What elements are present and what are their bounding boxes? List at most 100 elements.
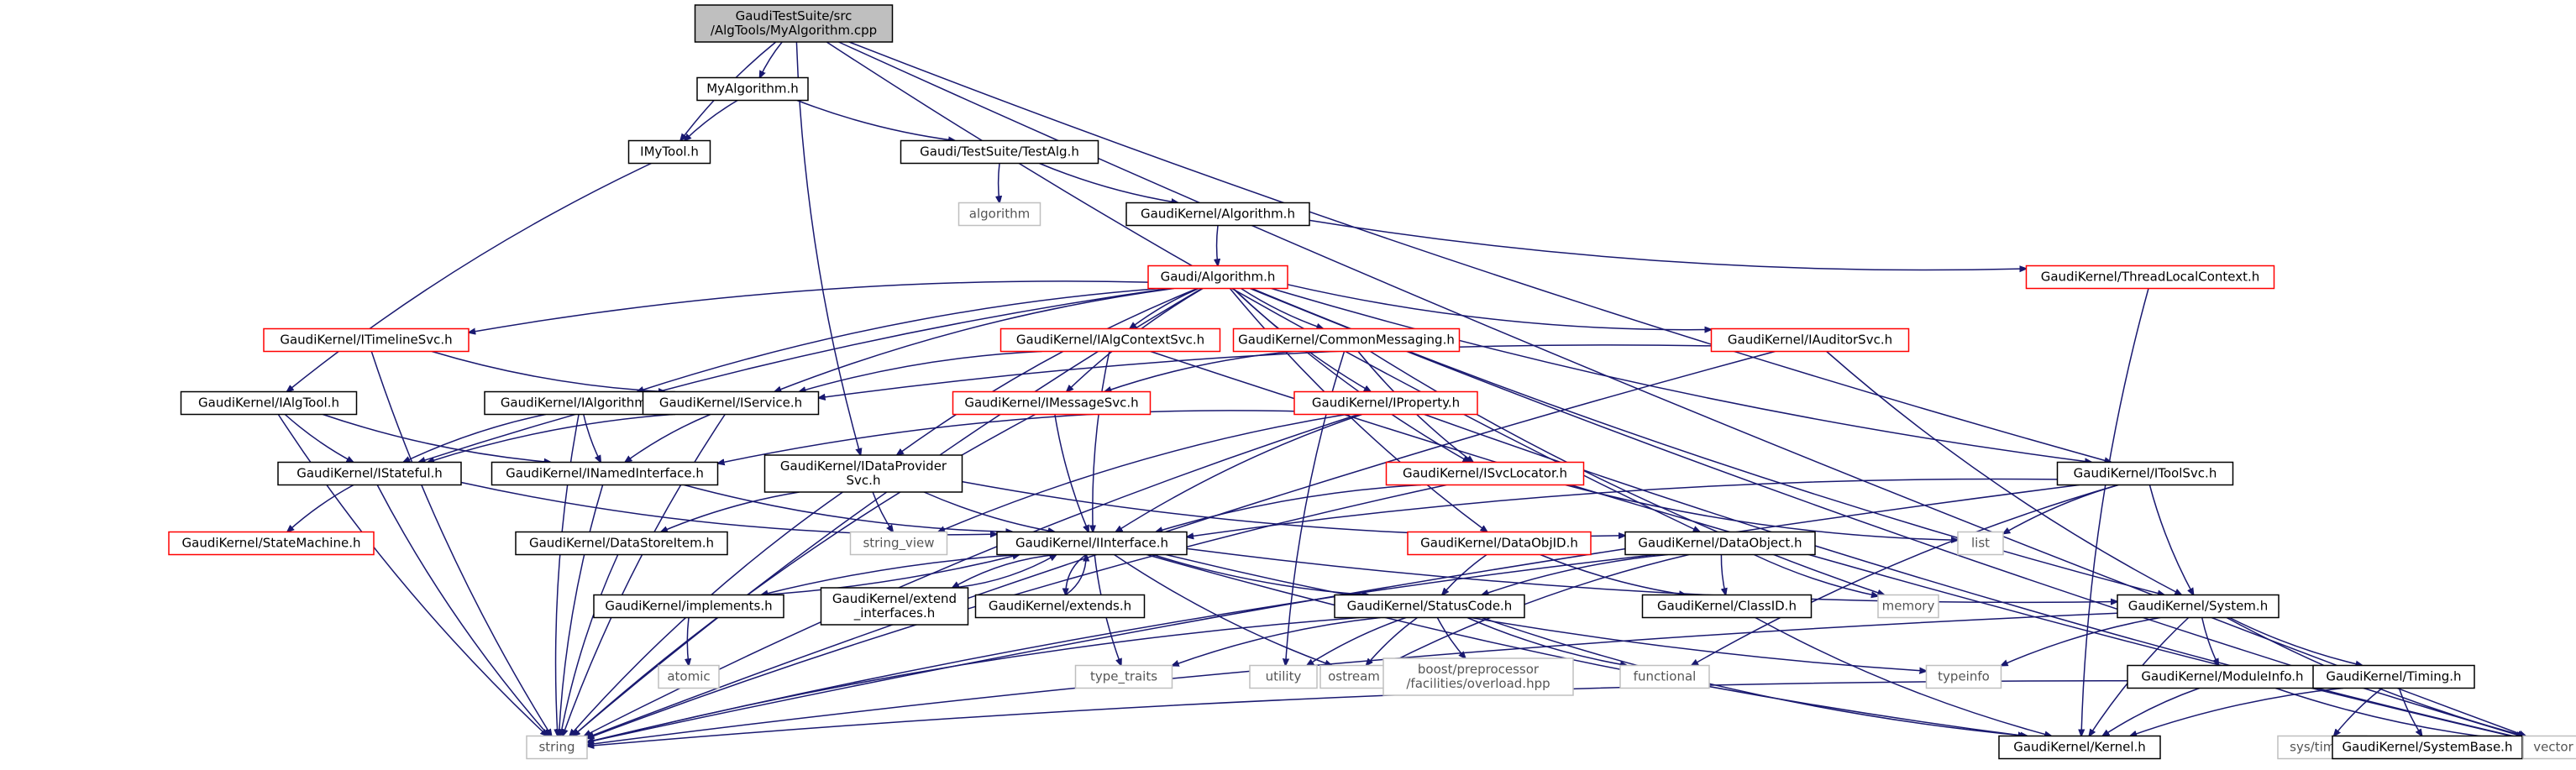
node-imessagesvc-h[interactable]: GaudiKernel/IMessageSvc.h xyxy=(952,390,1152,416)
node-list[interactable]: list xyxy=(1957,531,2004,556)
node-box xyxy=(1074,664,1173,689)
node-kernel-h[interactable]: GaudiKernel/Kernel.h xyxy=(1998,735,2161,760)
edge-dataobjid-h-to-classid-h xyxy=(1540,553,1686,595)
node-testalg-h[interactable]: Gaudi/TestSuite/TestAlg.h xyxy=(900,139,1099,165)
node-label: GaudiKernel/DataObjID.h xyxy=(1420,536,1578,551)
node-commonmessaging-h[interactable]: GaudiKernel/CommonMessaging.h xyxy=(1232,327,1461,353)
node-gaudi-algorithm-h[interactable]: Gaudi/Algorithm.h xyxy=(1147,265,1288,290)
node-dataobjid-h[interactable]: GaudiKernel/DataObjID.h xyxy=(1407,531,1592,556)
edge-gaudi-algorithm-h-to-itimelinesvc-h xyxy=(469,280,1149,333)
node-datastoreitem-h[interactable]: GaudiKernel/DataStoreItem.h xyxy=(515,531,728,556)
edge-gaudi-algorithm-h-to-istateful-h xyxy=(418,287,1169,463)
edge-istateful-h-to-string xyxy=(376,485,549,736)
node-ostream[interactable]: ostream xyxy=(1319,664,1388,689)
node-dataobject-h[interactable]: GaudiKernel/DataObject.h xyxy=(1624,531,1816,556)
node-label: atomic xyxy=(667,669,710,684)
edge-iproperty-h-to-string-view xyxy=(938,413,1347,532)
node-algorithm-std[interactable]: algorithm xyxy=(957,202,1041,227)
node-iproperty-h[interactable]: GaudiKernel/IProperty.h xyxy=(1293,390,1478,416)
node-imytool-h[interactable]: IMyTool.h xyxy=(627,139,711,165)
edge-imessagesvc-h-to-iinterface-h xyxy=(1054,414,1089,532)
node-gk-algorithm-h[interactable]: GaudiKernel/Algorithm.h xyxy=(1125,202,1310,227)
edge-gk-algorithm-h-to-threadlocalcontext-h xyxy=(1309,219,2027,270)
edge-iservice-h-to-inamedinterface-h xyxy=(625,413,711,463)
node-timing-h[interactable]: GaudiKernel/Timing.h xyxy=(2312,664,2475,689)
edge-iproperty-h-to-inamedinterface-h xyxy=(718,410,1295,464)
node-boost-overload[interactable]: boost/preprocessor/facilities/overload.h… xyxy=(1382,657,1574,696)
node-label: list xyxy=(1971,536,1990,551)
node-root[interactable]: GaudiTestSuite/src/AlgTools/MyAlgorithm.… xyxy=(694,4,894,43)
node-box xyxy=(2117,594,2280,619)
node-inamedinterface-h[interactable]: GaudiKernel/INamedInterface.h xyxy=(491,461,719,486)
edge-istateful-h-to-statemachine-h xyxy=(287,484,354,532)
edge-commonmessaging-h-to-imessagesvc-h xyxy=(1104,350,1293,392)
edge-imytool-h-to-ialgtool-h xyxy=(287,162,652,392)
edge-isvclocator-h-to-list xyxy=(1565,484,1958,541)
node-label: /facilities/overload.hpp xyxy=(1406,676,1550,691)
node-istateful-h[interactable]: GaudiKernel/IStateful.h xyxy=(277,461,462,486)
edge-gaudi-algorithm-h-to-ialgorithm-h xyxy=(637,287,1161,392)
node-type-traits[interactable]: type_traits xyxy=(1074,664,1173,689)
edge-system-h-to-string xyxy=(587,612,2118,745)
edge-ialgtool-h-to-istateful-h xyxy=(284,413,353,463)
node-box xyxy=(974,594,1146,619)
node-extend-interfaces-h[interactable]: GaudiKernel/extend_interfaces.h xyxy=(820,587,969,626)
node-string-view[interactable]: string_view xyxy=(849,531,948,556)
node-box xyxy=(2025,265,2275,290)
node-box xyxy=(1382,657,1574,696)
node-system-h[interactable]: GaudiKernel/System.h xyxy=(2117,594,2280,619)
node-box xyxy=(763,454,963,493)
node-box xyxy=(2332,735,2523,760)
node-classid-h[interactable]: GaudiKernel/ClassID.h xyxy=(1641,594,1813,619)
edge-ialgcontextsvc-h-to-iinterface-h xyxy=(1093,351,1110,532)
node-iauditorsvc-h[interactable]: GaudiKernel/IAuditorSvc.h xyxy=(1710,327,1910,353)
node-box xyxy=(1957,531,2004,556)
node-box xyxy=(999,327,1221,353)
node-iinterface-h[interactable]: GaudiKernel/IInterface.h xyxy=(996,531,1188,556)
edge-iinterface-h-to-system-h xyxy=(1186,547,2117,602)
edge-root-to-myalgorithm-h xyxy=(760,41,783,78)
node-implements-h[interactable]: GaudiKernel/implements.h xyxy=(593,594,784,619)
node-atomic[interactable]: atomic xyxy=(658,664,720,689)
node-label: GaudiKernel/CommonMessaging.h xyxy=(1238,333,1455,348)
node-box xyxy=(2522,735,2576,760)
node-string[interactable]: string xyxy=(526,735,588,760)
node-statuscode-h[interactable]: GaudiKernel/StatusCode.h xyxy=(1334,594,1525,619)
node-ialgcontextsvc-h[interactable]: GaudiKernel/IAlgContextSvc.h xyxy=(999,327,1221,353)
node-ialgtool-h[interactable]: GaudiKernel/IAlgTool.h xyxy=(180,390,358,416)
node-threadlocalcontext-h[interactable]: GaudiKernel/ThreadLocalContext.h xyxy=(2025,265,2275,290)
node-box xyxy=(2056,461,2234,486)
node-moduleinfo-h[interactable]: GaudiKernel/ModuleInfo.h xyxy=(2127,664,2318,689)
node-memory[interactable]: memory xyxy=(1877,594,1939,619)
node-myalgorithm-h[interactable]: MyAlgorithm.h xyxy=(696,76,809,102)
node-label: GaudiKernel/IMessageSvc.h xyxy=(964,395,1138,411)
node-isvclocator-h[interactable]: GaudiKernel/ISvcLocator.h xyxy=(1385,461,1585,486)
node-box xyxy=(696,76,809,102)
node-utility[interactable]: utility xyxy=(1249,664,1318,689)
node-systembase-h[interactable]: GaudiKernel/SystemBase.h xyxy=(2332,735,2523,760)
node-typeinfo[interactable]: typeinfo xyxy=(1925,664,2002,689)
node-label: GaudiKernel/Kernel.h xyxy=(2013,740,2146,755)
node-itoolsvc-h[interactable]: GaudiKernel/IToolSvc.h xyxy=(2056,461,2234,486)
node-box xyxy=(180,390,358,416)
node-label: GaudiTestSuite/src xyxy=(736,8,853,24)
node-box xyxy=(1641,594,1813,619)
node-statemachine-h[interactable]: GaudiKernel/StateMachine.h xyxy=(168,531,375,556)
node-label: algorithm xyxy=(969,207,1030,222)
node-extends-h[interactable]: GaudiKernel/extends.h xyxy=(974,594,1146,619)
edge-iinterface-h-to-extend-interfaces-h xyxy=(952,553,1057,589)
edge-iservice-h-to-string xyxy=(563,414,726,736)
node-box xyxy=(1925,664,2002,689)
node-vector[interactable]: vector xyxy=(2522,735,2576,760)
edge-iauditorsvc-h-to-string xyxy=(587,350,1776,738)
node-box xyxy=(2312,664,2475,689)
node-iservice-h[interactable]: GaudiKernel/IService.h xyxy=(642,390,820,416)
node-itimelinesvc-h[interactable]: GaudiKernel/ITimelineSvc.h xyxy=(263,327,470,353)
edge-itoolsvc-h-to-functional xyxy=(1692,484,2119,666)
node-label: string_view xyxy=(863,536,934,552)
node-functional[interactable]: functional xyxy=(1619,664,1710,689)
node-box xyxy=(900,139,1099,165)
nodes-layer: GaudiTestSuite/src/AlgTools/MyAlgorithm.… xyxy=(168,4,2576,760)
